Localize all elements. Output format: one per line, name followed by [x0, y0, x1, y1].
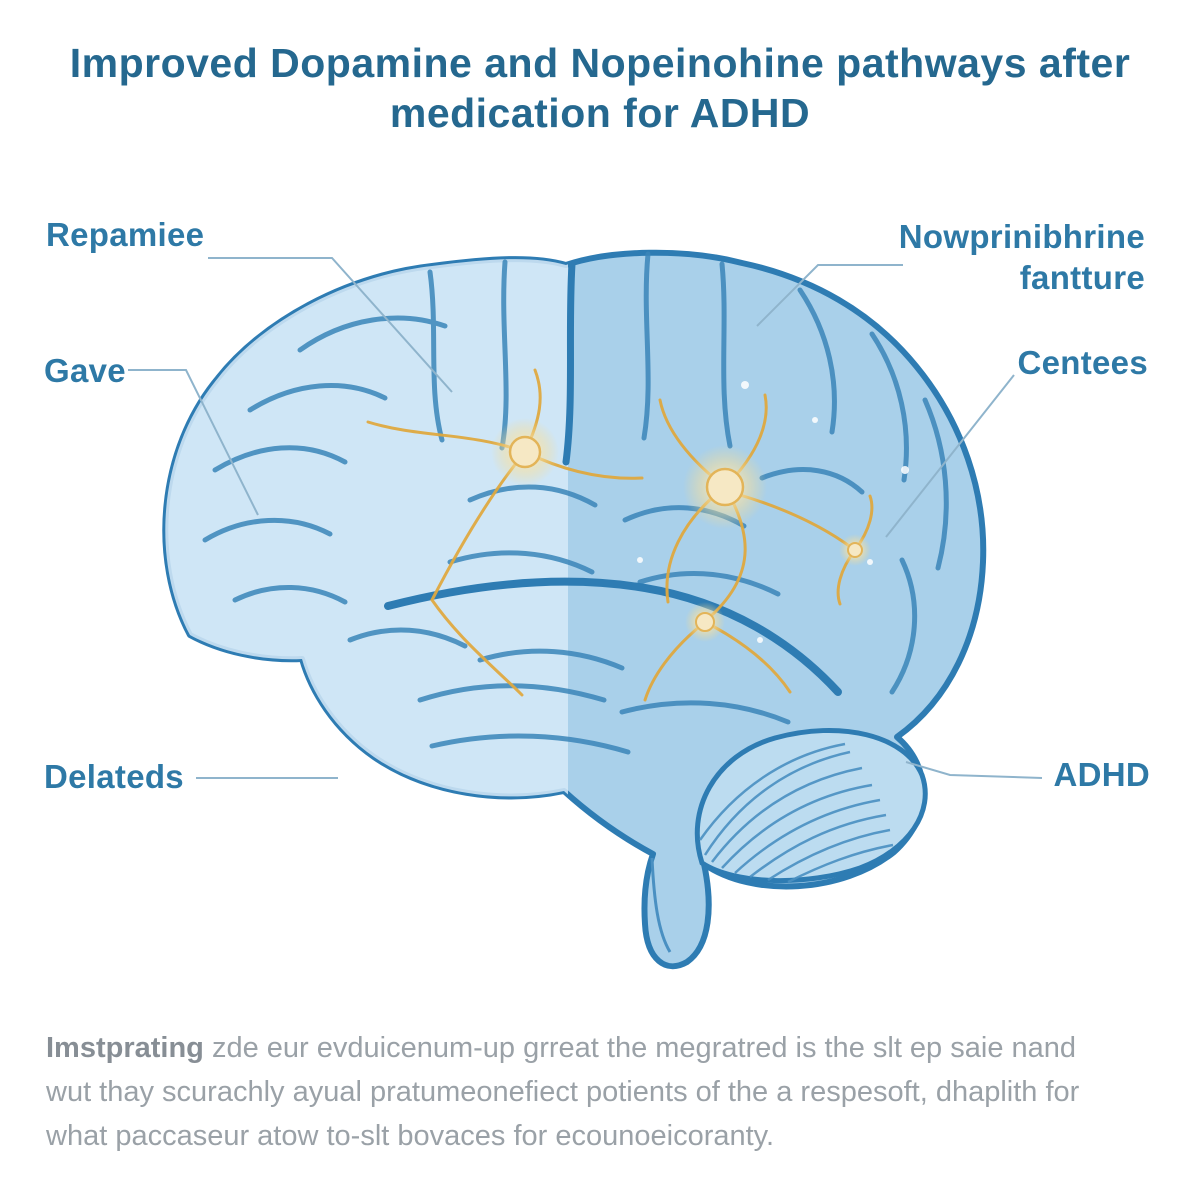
label-norepinephrine: Nowprinibhrine fantture	[899, 216, 1145, 299]
leader-repamiee	[208, 257, 453, 393]
title-line-2: medication for ADHD	[389, 90, 811, 137]
leader-adhd	[905, 761, 1043, 779]
label-centees: Centees	[1017, 344, 1148, 381]
sparkle-dots	[637, 381, 909, 643]
neuron-somas	[491, 418, 871, 642]
leader-gave	[128, 369, 259, 516]
title-line-1: Improved Dopamine and Nopeinohine pathwa…	[69, 40, 1131, 86]
label-adhd: ADHD	[1053, 756, 1150, 793]
brain-silhouette	[162, 249, 987, 970]
label-norepinephrine-line2: fantture	[1019, 259, 1145, 297]
caption-line1: zde eur evduicenum-up grreat the megratr…	[203, 1032, 1077, 1064]
brainstem-line	[650, 857, 672, 953]
cerebellum	[694, 727, 928, 884]
caption-text: Imstprating zde eur evduicenum-up grreat…	[46, 1026, 1161, 1158]
label-delateds: Delateds	[44, 758, 184, 795]
page-title: Improved Dopamine and Nopeinohine pathwa…	[0, 38, 1200, 138]
caption-line2: wut thay scurachly ayual pratumeonefiect…	[46, 1076, 1080, 1109]
leader-lines	[128, 257, 1043, 779]
caption-lead-word: Imstprating	[46, 1032, 204, 1064]
label-repamiee: Repamiee	[46, 216, 205, 253]
leader-centees	[885, 374, 1015, 538]
leader-norepinephrine	[756, 264, 903, 327]
label-norepinephrine-line1: Nowprinibhrine	[898, 218, 1145, 255]
label-gave: Gave	[44, 352, 126, 389]
caption-line3: what paccaseur atow to-slt bovaces for e…	[46, 1120, 775, 1153]
brain-major-sulci	[384, 260, 842, 696]
